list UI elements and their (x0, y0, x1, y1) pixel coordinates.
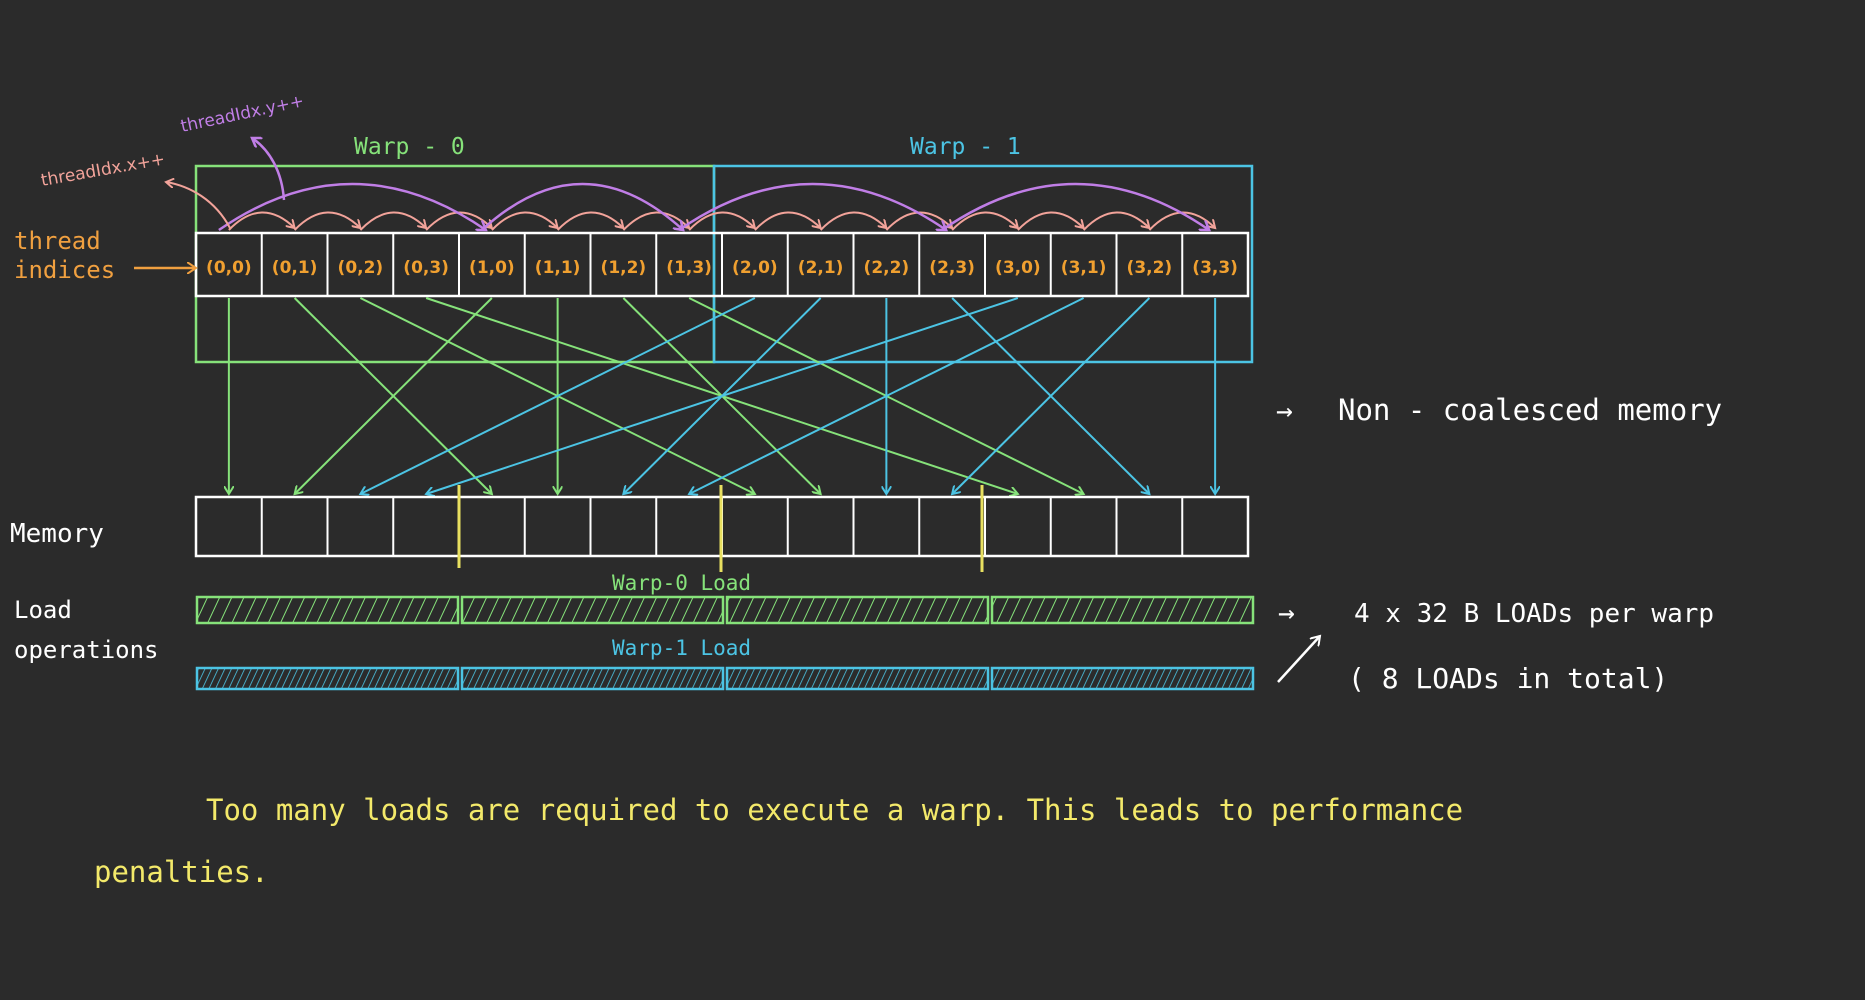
thread-index-label: (3,0) (995, 258, 1041, 278)
thread-index-label: (3,2) (1127, 258, 1173, 278)
warp-0-load-bar (990, 595, 1255, 625)
thread-idx-x-label: threadIdx.x++ (39, 149, 166, 190)
warp-0-load-bar (725, 595, 990, 625)
non-coalesced-label: Non - coalesced memory (1338, 393, 1722, 427)
warp-1-box (712, 164, 1254, 364)
footer-line-2: penalties. (94, 855, 269, 889)
warp-1-load-bar (725, 666, 990, 691)
thread-x-arc (556, 211, 624, 231)
thread-index-label: (0,2) (338, 258, 384, 278)
thread-to-memory-arrow (689, 297, 1085, 494)
warp-1-load-label: Warp-1 Load (612, 636, 751, 660)
thread-index-label: (3,1) (1061, 258, 1107, 278)
warp-1-load-bar (195, 666, 460, 691)
thread-to-memory-arrow (295, 297, 493, 494)
thread-index-label: (2,1) (798, 258, 844, 278)
thread-x-arc (688, 211, 755, 231)
footer-line-1: Too many loads are required to execute a… (206, 793, 1463, 827)
segment-boundaries (457, 485, 984, 572)
loads-per-warp-label: 4 x 32 B LOADs per warp (1354, 599, 1714, 629)
loads-per-warp-arrow: → (1278, 596, 1295, 629)
memory-label: Memory (10, 519, 104, 549)
warp-0-load-bar (195, 595, 460, 625)
thread-y-increment-arcs (218, 182, 1209, 230)
warp-0-load-label: Warp-0 Load (612, 571, 751, 595)
thread-x-arc (293, 211, 361, 231)
thread-x-arc (1017, 211, 1084, 231)
thread-y-arc (481, 182, 683, 230)
thread-to-memory-arrows (229, 297, 1215, 494)
thread-index-labels: (0,0) (0,1) (0,2) (0,3) (1,0) (1,1) (1,2) (1,3)… (206, 258, 1238, 278)
thread-index-label: (0,3) (403, 258, 449, 278)
thread-x-arc (754, 211, 821, 231)
thread-index-label: (1,0) (469, 258, 515, 278)
thread-y-arc (218, 182, 486, 230)
load-operations-label: Load operations (14, 596, 159, 664)
thread-idx-y-label: threadIdx.y++ (179, 91, 306, 137)
thread-index-label: (1,2) (601, 258, 647, 278)
thread-to-memory-arrow (426, 297, 1019, 494)
thread-x-arc (359, 211, 426, 231)
loads-total-arrow (1277, 636, 1320, 683)
thread-y-arc (941, 182, 1209, 230)
thread-index-label: (3,3) (1192, 258, 1238, 278)
non-coalesced-arrow: → (1276, 394, 1293, 427)
thread-x-arc (951, 211, 1018, 231)
thread-idx-y-arrow (252, 138, 286, 201)
warp-1-label: Warp - 1 (910, 134, 1021, 160)
thread-x-arc (491, 211, 558, 231)
thread-index-label: (1,1) (535, 258, 581, 278)
warp-0-load-bars (195, 595, 1255, 625)
thread-x-arc (1082, 211, 1150, 231)
thread-index-label: (2,3) (929, 258, 975, 278)
thread-index-label: (2,2) (864, 258, 910, 278)
warp-0-load-bar (460, 595, 725, 625)
loads-total-label: ( 8 LOADs in total) (1348, 662, 1668, 695)
thread-to-memory-arrow (360, 297, 756, 494)
warp-1-load-bar (460, 666, 725, 691)
thread-x-arc (228, 211, 295, 231)
thread-row-dividers (260, 233, 1184, 296)
thread-to-memory-arrow (952, 297, 1151, 494)
thread-x-arc (819, 211, 887, 231)
warp-1-load-bar (990, 666, 1255, 691)
thread-index-label: (0,1) (272, 258, 318, 278)
thread-x-increment-arcs (228, 211, 1215, 231)
thread-y-arc (678, 182, 946, 230)
thread-index-label: (0,0) (206, 258, 252, 278)
thread-index-label: (1,3) (666, 258, 712, 278)
thread-indices-label: thread indices (14, 227, 115, 284)
warp-1-load-bars (195, 666, 1255, 691)
warp-0-label: Warp - 0 (354, 134, 465, 160)
thread-idx-x-arrow (166, 182, 231, 229)
thread-index-label: (2,0) (732, 258, 778, 278)
